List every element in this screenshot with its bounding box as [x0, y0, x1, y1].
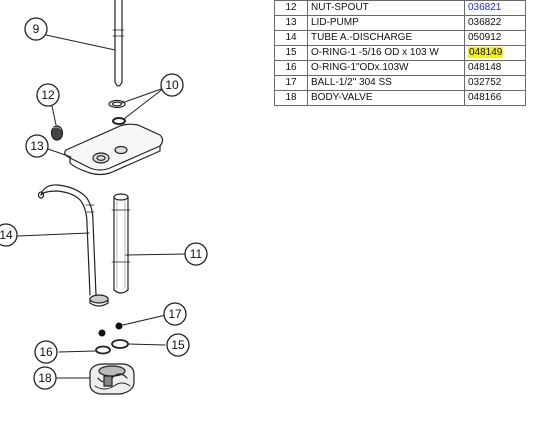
part-17-balls [98, 322, 123, 337]
svg-text:10: 10 [165, 78, 179, 92]
part-number-text: 050912 [468, 32, 502, 43]
leader-lines [17, 34, 186, 379]
table-row: 16 O-RING-1"ODx.103W 048148 [274, 60, 526, 76]
part-number-cell: 048148 [464, 60, 526, 76]
part-11-cylinder [111, 193, 131, 294]
part-number-highlighted: 048149 [468, 47, 504, 58]
svg-text:18: 18 [38, 371, 52, 385]
part-number-text: 036822 [468, 17, 502, 28]
item-number-cell: 12 [274, 0, 308, 16]
svg-text:13: 13 [30, 139, 44, 153]
description-cell: O-RING-1 -5/16 OD x 103 W [307, 45, 465, 61]
part-number-text: 048148 [468, 62, 502, 73]
part-18-valve-body [89, 363, 135, 395]
parts-list-table: 12 NUT-SPOUT 036821 13 LID-PUMP 036822 1… [274, 0, 526, 106]
svg-text:11: 11 [190, 247, 203, 261]
svg-text:12: 12 [41, 88, 55, 102]
part-number-text: 032752 [468, 77, 502, 88]
description-cell: NUT-SPOUT [307, 0, 465, 16]
description-cell: TUBE A.-DISCHARGE [307, 30, 465, 46]
callout-16: 16 [34, 340, 58, 364]
callout-13: 13 [25, 134, 49, 158]
callout-9: 9 [24, 17, 48, 41]
svg-text:9: 9 [33, 22, 40, 36]
item-number-cell: 15 [274, 45, 308, 61]
description-cell: O-RING-1"ODx.103W [307, 60, 465, 76]
table-row: 14 TUBE A.-DISCHARGE 050912 [274, 30, 526, 46]
part-number-cell[interactable]: 036821 [464, 0, 526, 16]
item-number-cell: 13 [274, 15, 308, 31]
item-number-cell: 17 [274, 75, 308, 91]
part-9-rod [112, 0, 125, 87]
callout-10: 10 [160, 73, 184, 97]
part-14-tube [37, 184, 109, 307]
callout-15: 15 [166, 333, 190, 357]
svg-text:15: 15 [171, 338, 185, 352]
svg-text:16: 16 [39, 345, 53, 359]
callout-18: 18 [33, 366, 57, 390]
description-cell: BALL-1/2" 304 SS [307, 75, 465, 91]
part-13-lid [64, 123, 164, 176]
part-number-link[interactable]: 036821 [468, 2, 502, 13]
part-number-cell: 050912 [464, 30, 526, 46]
callout-17: 17 [163, 302, 187, 326]
svg-text:17: 17 [168, 307, 182, 321]
table-row: 18 BODY-VALVE 048166 [274, 90, 526, 106]
part-15-16-orings [95, 339, 129, 355]
part-number-cell: 048166 [464, 90, 526, 106]
item-number-cell: 18 [274, 90, 308, 106]
part-number-cell: 036822 [464, 15, 526, 31]
item-number-cell: 16 [274, 60, 308, 76]
table-row: 12 NUT-SPOUT 036821 [274, 0, 526, 16]
callout-14: 14 [0, 223, 18, 247]
description-cell: BODY-VALVE [307, 90, 465, 106]
callout-labels: 9 10 11 12 13 14 15 16 [0, 17, 208, 390]
table-row: 15 O-RING-1 -5/16 OD x 103 W 048149 [274, 45, 526, 61]
callout-11: 11 [184, 242, 208, 266]
part-number-cell: 032752 [464, 75, 526, 91]
table-row: 17 BALL-1/2" 304 SS 032752 [274, 75, 526, 91]
part-12-nut [50, 125, 64, 141]
callout-12: 12 [36, 83, 60, 107]
part-10-orings [108, 99, 126, 125]
item-number-cell: 14 [274, 30, 308, 46]
part-number-cell: 048149 [464, 45, 526, 61]
description-cell: LID-PUMP [307, 15, 465, 31]
table-row: 13 LID-PUMP 036822 [274, 15, 526, 31]
part-number-text: 048166 [468, 92, 502, 103]
svg-text:14: 14 [0, 228, 13, 242]
